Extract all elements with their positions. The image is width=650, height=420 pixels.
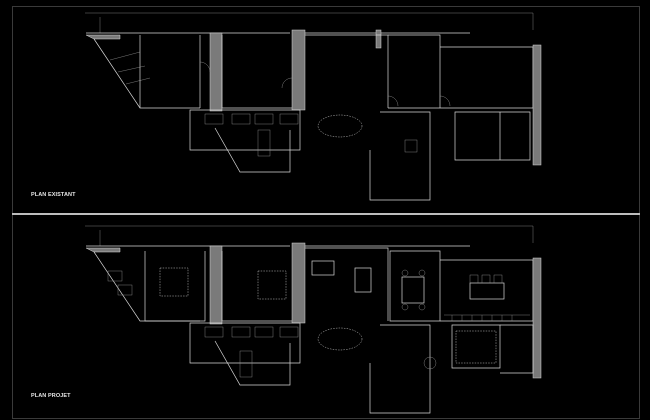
- plan-project-title: PLAN PROJET: [31, 393, 71, 399]
- floorplan-existing-drawing: [85, 12, 542, 201]
- floorplan-project-drawing: [85, 225, 542, 414]
- drawing-frame: [12, 6, 640, 419]
- plan-existing-title: PLAN EXISTANT: [31, 192, 76, 198]
- plan-existing: PLAN EXISTANT: [31, 12, 542, 201]
- plan-project: PLAN PROJET: [0, 213, 650, 420]
- plan-divider: [12, 213, 640, 215]
